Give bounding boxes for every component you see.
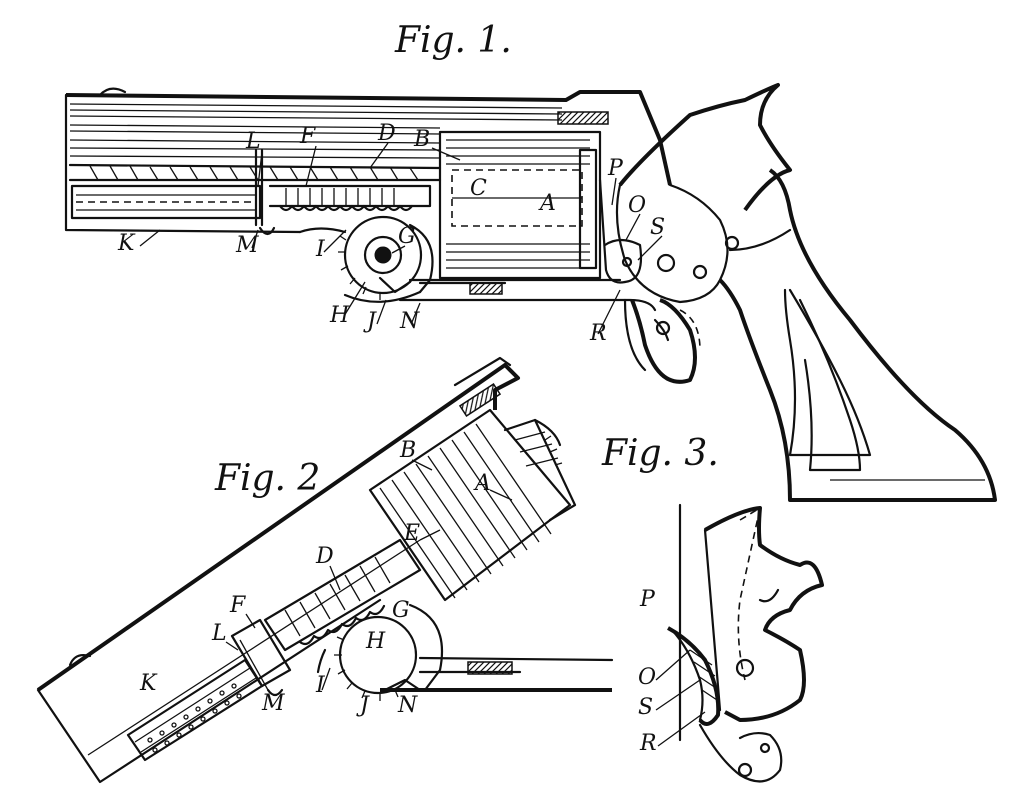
fig2-label-F: F	[229, 593, 246, 618]
fig2-spring-coils	[147, 683, 242, 753]
fig2-tail	[380, 656, 614, 692]
fig3-label-R: R	[639, 731, 657, 756]
fig1-label-N: N	[399, 309, 420, 334]
figure-2: Fig. 2	[36, 356, 614, 784]
fig2-label-K: K	[139, 671, 158, 696]
fig1-label-D: D	[377, 121, 396, 146]
fig3-label-P: P	[639, 587, 656, 612]
fig1-label-P: P	[607, 156, 624, 181]
fig3-label-O: O	[638, 665, 656, 690]
fig1-label-S: S	[650, 215, 665, 240]
fig1-label-J: J	[363, 309, 377, 334]
fig1-label-C: C	[470, 176, 487, 201]
fig1-cylinder	[438, 130, 602, 280]
fig1-label-K: K	[117, 231, 136, 256]
figure-3: Fig. 3. P O S R	[601, 433, 824, 783]
fig2-label-L: L	[211, 621, 227, 646]
fig1-barrel	[64, 87, 672, 236]
fig2-label-I: I	[315, 673, 326, 698]
fig1-gear	[338, 215, 434, 303]
fig2-gear	[316, 603, 444, 701]
fig2-leader-lines	[225, 459, 513, 691]
fig1-label-L: L	[245, 129, 261, 154]
figure-1: Fig. 1.	[64, 20, 997, 502]
fig2-labels: B A E D F L G H K M I J N	[139, 438, 513, 718]
figure-2-title: Fig. 2	[214, 458, 320, 499]
fig2-label-N: N	[397, 693, 418, 718]
fig1-label-O: O	[628, 193, 646, 218]
fig3-label-S: S	[638, 695, 653, 720]
fig1-label-H: H	[329, 303, 350, 328]
fig2-rack-and-spring	[126, 538, 422, 762]
fig2-label-M: M	[261, 691, 285, 716]
fig2-label-D: D	[315, 544, 334, 569]
fig1-labels: L F D B P C A O S G K M I H J N R	[117, 121, 665, 346]
fig2-label-H: H	[365, 629, 386, 654]
fig2-label-A: A	[473, 471, 491, 496]
fig3-labels: P O S R	[638, 587, 706, 756]
fig3-hammer	[667, 503, 824, 783]
fig3-leader-lines	[655, 649, 706, 747]
fig1-label-I: I	[315, 237, 326, 262]
fig1-label-F: F	[299, 124, 316, 149]
fig2-label-E: E	[403, 521, 420, 546]
fig1-label-G: G	[398, 224, 416, 249]
fig2-label-B: B	[399, 438, 416, 463]
figure-1-title: Fig. 1.	[394, 20, 512, 61]
fig2-label-G: G	[392, 598, 410, 623]
fig2-label-J: J	[356, 693, 370, 718]
fig1-frame-bottom	[398, 178, 657, 312]
fig1-label-A: A	[538, 191, 556, 216]
fig1-hammer-and-grip	[603, 83, 997, 502]
fig1-leader-lines	[139, 142, 663, 335]
fig1-label-B: B	[413, 127, 430, 152]
figure-3-title: Fig. 3.	[601, 433, 719, 474]
fig2-frame	[36, 356, 520, 784]
